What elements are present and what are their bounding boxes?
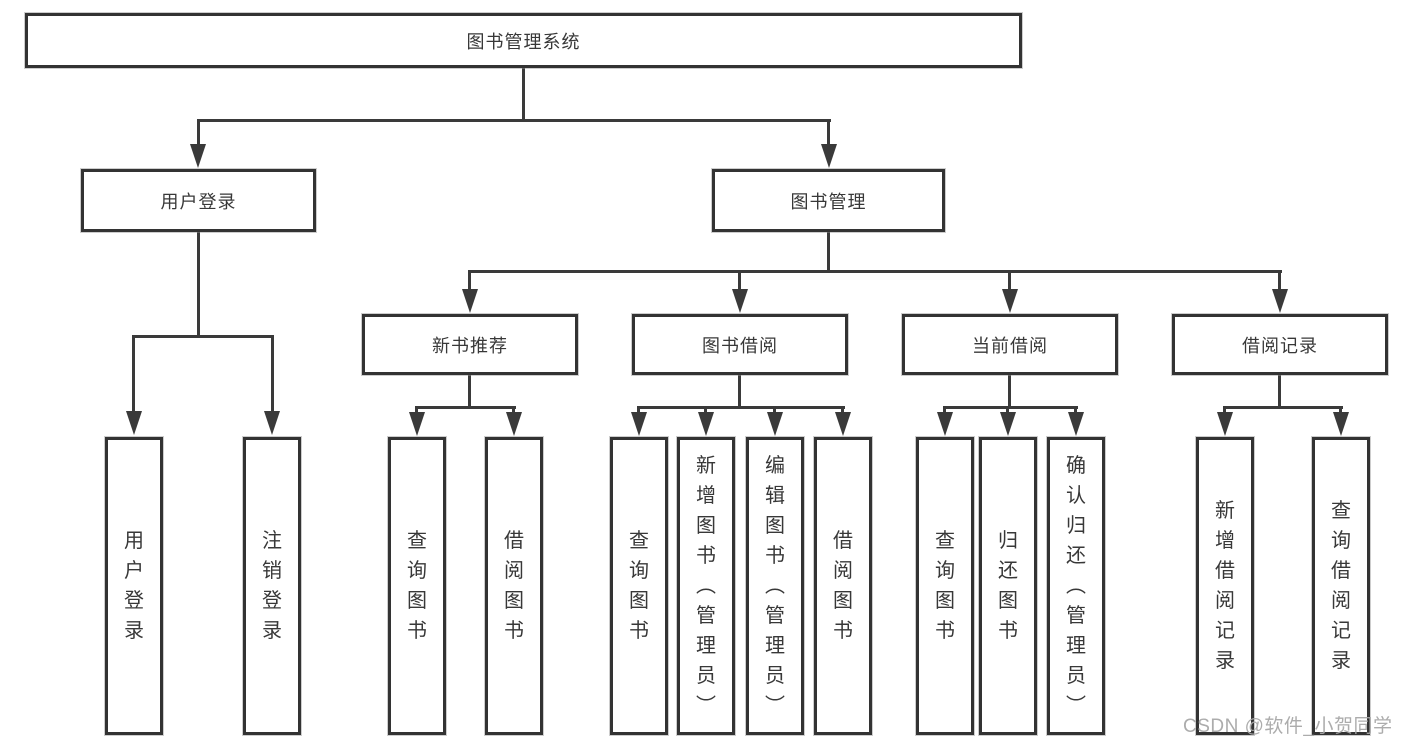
node-new-book-recommend: 新书推荐 — [362, 314, 578, 375]
arrow-down-icon — [1068, 412, 1084, 436]
node-leaf-add-borrow-record: 新增借阅记录 — [1196, 437, 1254, 735]
arrow-down-icon — [264, 411, 280, 435]
arrow-down-icon — [506, 412, 522, 436]
connector-line — [132, 335, 274, 338]
arrow-down-icon — [1272, 289, 1288, 313]
connector-line — [512, 406, 515, 415]
connector-line — [468, 373, 471, 409]
node-leaf-borrow-books-2: 借阅图书 — [814, 437, 872, 735]
connector-line — [773, 406, 776, 415]
arrow-down-icon — [1333, 412, 1349, 436]
node-leaf-add-books-admin: 新增图书︵管理员︶ — [677, 437, 735, 735]
node-leaf-query-books-2: 查询图书 — [610, 437, 668, 735]
node-borrowing-records: 借阅记录 — [1172, 314, 1388, 375]
arrow-down-icon — [462, 289, 478, 313]
connector-line — [637, 406, 845, 409]
connector-line — [468, 270, 471, 292]
connector-line — [943, 406, 1078, 409]
node-leaf-query-books-1: 查询图书 — [388, 437, 446, 735]
connector-line — [841, 406, 844, 415]
connector-line — [197, 119, 200, 147]
node-leaf-user-login: 用户登录 — [105, 437, 163, 735]
arrow-down-icon — [698, 412, 714, 436]
connector-line — [468, 270, 1282, 273]
connector-line — [1278, 373, 1281, 409]
node-user-login: 用户登录 — [81, 169, 316, 232]
node-book-borrowing: 图书借阅 — [632, 314, 848, 375]
connector-line — [197, 230, 200, 337]
arrow-down-icon — [631, 412, 647, 436]
connector-line — [1223, 406, 1226, 415]
connector-line — [827, 230, 830, 273]
arrow-down-icon — [821, 144, 837, 168]
connector-line — [738, 373, 741, 409]
node-leaf-query-borrow-record: 查询借阅记录 — [1312, 437, 1370, 735]
csdn-watermark: CSDN @软件_小贺同学 — [1183, 716, 1393, 737]
connector-line — [1008, 270, 1011, 292]
connector-line — [1074, 406, 1077, 415]
arrow-down-icon — [732, 289, 748, 313]
arrow-down-icon — [126, 411, 142, 435]
node-leaf-return-books: 归还图书 — [979, 437, 1037, 735]
arrow-down-icon — [835, 412, 851, 436]
connector-line — [738, 270, 741, 292]
connector-line — [1339, 406, 1342, 415]
connector-line — [1006, 406, 1009, 415]
node-leaf-logout: 注销登录 — [243, 437, 301, 735]
arrow-down-icon — [937, 412, 953, 436]
connector-line — [1278, 270, 1281, 292]
connector-line — [1008, 373, 1011, 409]
arrow-down-icon — [1002, 289, 1018, 313]
node-book-management-system: 图书管理系统 — [25, 13, 1022, 68]
node-leaf-borrow-books-1: 借阅图书 — [485, 437, 543, 735]
connector-line — [1223, 406, 1343, 409]
node-leaf-query-books-3: 查询图书 — [916, 437, 974, 735]
connector-line — [415, 406, 516, 409]
connector-line — [704, 406, 707, 415]
arrow-down-icon — [409, 412, 425, 436]
arrow-down-icon — [190, 144, 206, 168]
connector-line — [271, 335, 274, 414]
arrow-down-icon — [767, 412, 783, 436]
connector-line — [132, 335, 135, 414]
connector-line — [943, 406, 946, 415]
arrow-down-icon — [1217, 412, 1233, 436]
connector-line — [197, 119, 831, 122]
arrow-down-icon — [1000, 412, 1016, 436]
node-leaf-confirm-return-admin: 确认归还︵管理员︶ — [1047, 437, 1105, 735]
connector-line — [827, 119, 830, 147]
connector-line — [522, 66, 525, 122]
node-leaf-edit-books-admin: 编辑图书︵管理员︶ — [746, 437, 804, 735]
node-book-management: 图书管理 — [712, 169, 945, 232]
connector-line — [637, 406, 640, 415]
node-current-borrowing: 当前借阅 — [902, 314, 1118, 375]
connector-line — [415, 406, 418, 415]
